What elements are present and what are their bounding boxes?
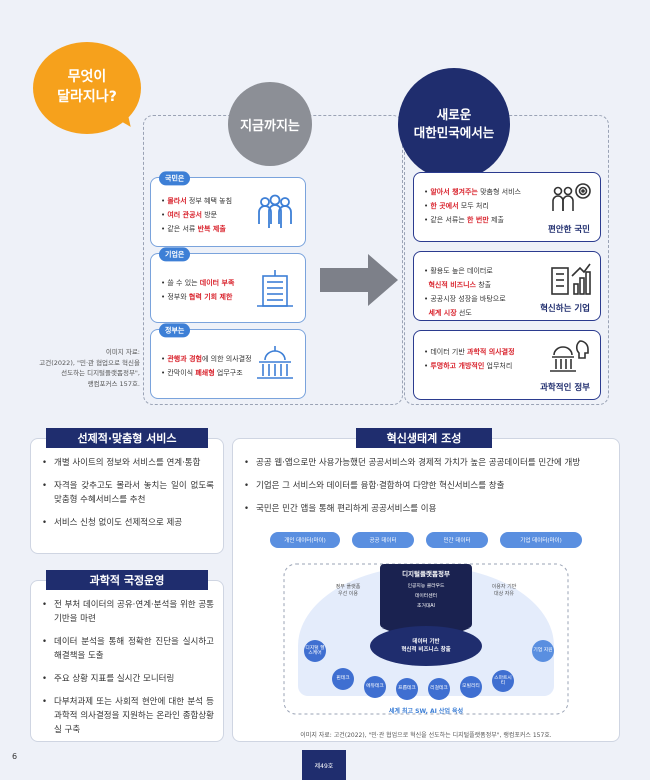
circle-mobility: 모빌리티 <box>460 676 482 698</box>
list-item: 데이터 분석을 통해 정확한 진단을 실시하고 해결책을 도출 <box>42 635 214 663</box>
card-tag: 기업은 <box>159 247 191 262</box>
card-citizen-before: 국민은 몰라서 정부 혜택 놓침 여러 관공서 방문 같은 서류 반복 제출 <box>150 171 306 247</box>
list-item: 서비스 신청 없이도 선제적으로 제공 <box>42 516 214 530</box>
issue-footer: 제49호 <box>302 750 346 780</box>
target-people-icon <box>552 183 591 211</box>
card-label: 혁신하는 기업 <box>540 304 590 314</box>
list-item: 전 부처 데이터의 공유·연계·분석을 위한 공통기반을 마련 <box>42 598 214 626</box>
capitol-icon <box>257 346 293 379</box>
circle-legaltech: 리걸테크 <box>428 678 450 700</box>
pill-company-data: 기업 데이터(마이) <box>500 532 582 548</box>
image-source-bottom: 이미지 자료: 고건(2022), "민·관 협업으로 혁신을 선도하는 디지털… <box>300 732 552 739</box>
section-preemptive-title: 선제적·맞춤형 서비스 <box>46 428 208 448</box>
section-ecosystem-list: 공공 웹·앱으로만 사용가능했던 공공서비스와 경제적 가치가 높은 공공데이터… <box>244 456 610 525</box>
section-preemptive-list: 개별 사이트의 정보와 서비스를 연계·통합 자격을 갖추고도 몰라서 놓치는 … <box>42 456 214 539</box>
section-ecosystem-title: 혁신생태계 조성 <box>356 428 492 448</box>
building-icon <box>257 270 293 307</box>
circle-proptech: 프롭테크 <box>396 678 418 700</box>
section-scientific-list: 전 부처 데이터의 공유·연계·분석을 위한 공통기반을 마련 데이터 분석을 … <box>42 598 214 746</box>
circle-company-support: 기업 지원 <box>532 640 554 662</box>
page-number: 6 <box>12 752 18 761</box>
pill-personal-data: 개인 데이터(마이) <box>270 532 340 548</box>
now-circle: 지금까지는 <box>228 82 312 166</box>
circle-fintech: 핀테크 <box>332 668 354 690</box>
circle-smartcity: 스마트시티 <box>492 670 514 692</box>
capitol-brain-icon <box>550 340 589 372</box>
pill-public-data: 공공 데이터 <box>352 532 414 548</box>
circle-edutech: 에듀테크 <box>364 676 386 698</box>
list-item: 국민은 민간 앱을 통해 편리하게 공공서비스를 이용 <box>244 502 610 516</box>
section-scientific-title: 과학적 국정운영 <box>46 570 208 590</box>
list-item: 주요 상황 지표를 실시간 모니터링 <box>42 672 214 686</box>
card-citizen-after: 알아서 챙겨주는 맞춤형 서비스 한 곳에서 모두 처리 같은 서류는 한 번만… <box>413 172 601 242</box>
list-item: 공공 웹·앱으로만 사용가능했던 공공서비스와 경제적 가치가 높은 공공데이터… <box>244 456 610 470</box>
diagram-bottom-label: 세계 최고 SW, AI 산업 육성 <box>388 708 464 715</box>
card-label: 편안한 국민 <box>547 225 590 235</box>
card-tag: 정부는 <box>159 323 191 338</box>
people-icon <box>258 194 292 228</box>
card-company-before: 기업은 쓸 수 있는 데이터 부족 정부와 협력 기회 제한 <box>150 247 306 323</box>
card-tag: 국민은 <box>159 171 191 186</box>
card-government-after: 데이터 기반 과학적 의사결정 투명하고 개방적인 업무처리 과학적인 정부 <box>413 330 601 400</box>
pill-private-data: 민간 데이터 <box>426 532 488 548</box>
card-government-before: 정부는 관행과 경험에 의한 의사결정 칸막이식 폐쇄형 업무구조 <box>150 323 306 399</box>
list-item: 기업은 그 서비스와 데이터를 융합·결합하여 다양한 혁신서비스를 창출 <box>244 479 610 493</box>
list-item: 다부처과제 또는 사회적 현안에 대한 분석 등 과학적 의사결정을 지원하는 … <box>42 695 214 737</box>
card-company-after: 활용도 높은 데이터로 혁신적 비즈니스 창출 공공시장 성장을 바탕으로 세계… <box>413 251 601 321</box>
circle-health: 디지털 헬스케어 <box>304 640 326 662</box>
image-source-top: 이미지 자료: 고건(2022), "민·관 협업으로 혁신을 선도하는 디지털… <box>39 348 140 388</box>
diagram-background <box>283 563 569 715</box>
ecosystem-diagram: 개인 데이터(마이) 공공 데이터 민간 데이터 기업 데이터(마이) 정부 플… <box>262 528 590 722</box>
card-label: 과학적인 정부 <box>540 383 590 393</box>
growth-building-icon <box>551 263 591 295</box>
platform-block: 디지털플랫폼정부 인공지능 클라우드 데이터센터 초거대AI <box>402 570 450 609</box>
arrow-right-icon <box>320 254 398 306</box>
list-item: 자격을 갖추고도 몰라서 놓치는 일이 없도록 맞춤형 수혜서비스를 추천 <box>42 479 214 507</box>
list-item: 개별 사이트의 정보와 서비스를 연계·통합 <box>42 456 214 470</box>
